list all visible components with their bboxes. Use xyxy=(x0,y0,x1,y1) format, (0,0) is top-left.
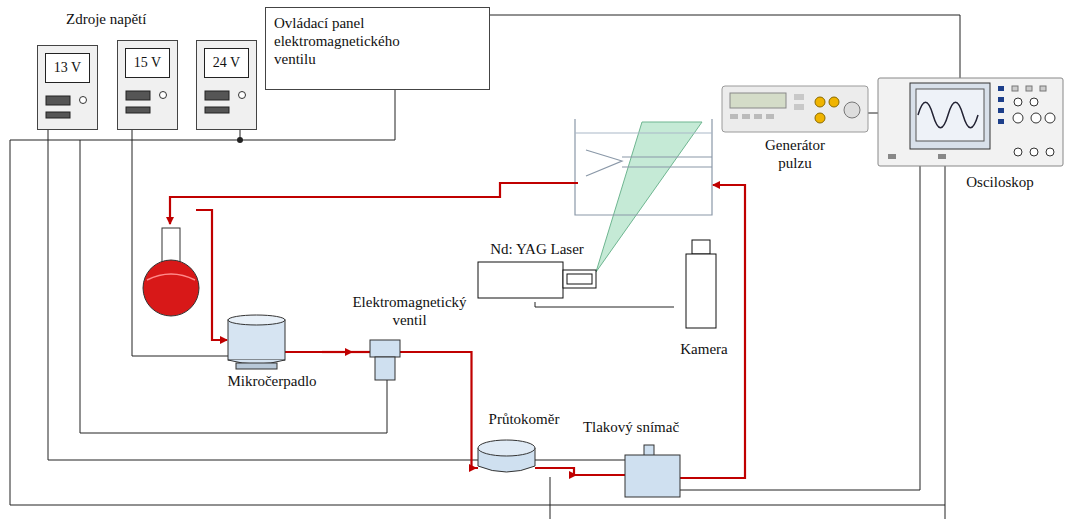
pipes xyxy=(170,183,745,478)
component-label: Mikročerpadlo xyxy=(222,372,322,390)
wire-osc xyxy=(945,165,946,519)
component-label: Elektromagnetický ventil xyxy=(352,293,467,329)
voltage-source: 15 V xyxy=(117,40,178,130)
wire-sensor xyxy=(680,165,920,490)
component-label: Průtokoměr xyxy=(476,410,572,428)
component-label: Tlakový snímač xyxy=(576,418,686,436)
camera: Kamera xyxy=(674,238,734,362)
micropump: Mikročerpadlo xyxy=(222,312,322,394)
fluid-pipe xyxy=(322,351,352,353)
signal-wire xyxy=(868,113,878,114)
flask xyxy=(143,228,199,316)
group-title: Zdroje napětí xyxy=(66,10,146,28)
component-label: 15 V xyxy=(125,48,170,78)
wire-junction xyxy=(237,137,243,143)
fluid-pipe xyxy=(572,468,576,475)
laser: Nd: YAG Laser xyxy=(478,240,603,302)
control-panel: Ovládací panel elektromagnetického venti… xyxy=(265,7,490,90)
laser-sheet xyxy=(596,122,702,272)
component-label: 13 V xyxy=(45,53,90,83)
wire-bottom xyxy=(10,140,945,505)
wire-15v xyxy=(132,130,228,356)
wires xyxy=(10,15,960,519)
pulse-generator: Generátor pulzu xyxy=(722,86,868,176)
voltage-source: 24 V xyxy=(196,40,257,130)
component-label: Osciloskop xyxy=(950,173,1050,191)
component-label: Nd: YAG Laser xyxy=(478,240,596,258)
component-label: Generátor pulzu xyxy=(752,136,838,172)
voltage-source: 13 V xyxy=(37,45,98,130)
pressure-sensor: Tlakový snímač xyxy=(576,418,686,498)
component-label: Ovládací panel elektromagnetického venti… xyxy=(274,14,439,68)
component-label: Kamera xyxy=(674,340,734,358)
fluid-pipe xyxy=(467,352,476,468)
oscilloscope: Osciloskop xyxy=(878,78,1063,193)
wire-flowmeter xyxy=(550,477,551,519)
wire-valve xyxy=(80,140,387,433)
signal-wire xyxy=(535,302,674,307)
wire-13v xyxy=(48,130,625,460)
solenoid-valve: Elektromagnetický ventil xyxy=(352,293,467,383)
test-tank xyxy=(575,119,712,215)
flowmeter: Průtokoměr xyxy=(476,410,572,480)
component-label: 24 V xyxy=(204,48,249,78)
wire-panel-osc xyxy=(490,15,960,80)
